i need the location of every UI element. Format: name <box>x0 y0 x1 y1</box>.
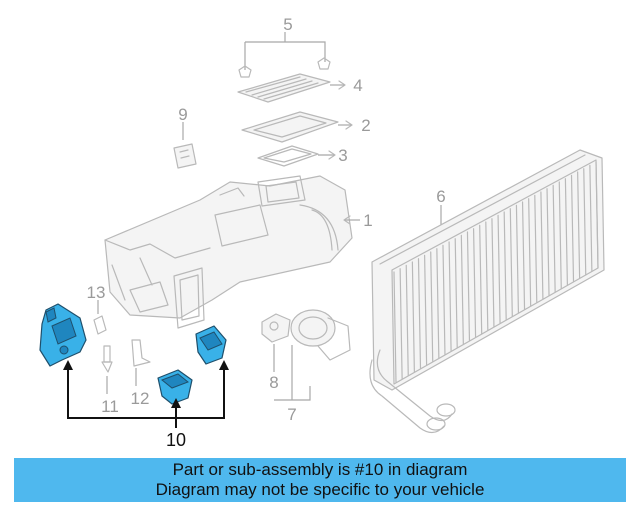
callout-2: 2 <box>361 116 370 135</box>
fin-line <box>503 211 507 321</box>
part-10-actuator-right[interactable] <box>195 325 227 365</box>
fin-line <box>393 271 397 383</box>
fin-line <box>546 188 550 297</box>
fin-line <box>399 268 403 380</box>
fin-line <box>595 161 599 269</box>
part-12-sensor <box>131 339 151 386</box>
callout-8: 8 <box>269 373 278 392</box>
parts-diagram: 5 4 2 3 9 1 6 13 11 12 8 7 10 <box>39 15 605 450</box>
fin-line <box>466 231 471 342</box>
heater-core-fins <box>393 161 599 383</box>
fin-line <box>430 251 434 362</box>
fin-line <box>442 244 446 355</box>
fin-line <box>583 168 587 276</box>
part-4-filter <box>237 73 346 103</box>
fin-line <box>460 234 464 345</box>
callout-4: 4 <box>353 76 362 95</box>
callout-10: 10 <box>166 430 186 450</box>
fin-line <box>564 178 568 286</box>
part-10-actuator-center[interactable] <box>157 369 193 405</box>
part-5-clips <box>238 32 331 78</box>
fin-line <box>448 241 452 352</box>
fin-line <box>521 201 526 311</box>
banner-line-1: Part or sub-assembly is #10 in diagram <box>172 460 468 479</box>
callout-12: 12 <box>131 389 150 408</box>
fin-line <box>540 191 544 300</box>
part-8-resistor <box>261 313 291 372</box>
callout-5: 5 <box>283 15 292 34</box>
part-1-housing <box>104 175 360 329</box>
fin-line <box>509 208 513 317</box>
part-10-actuator-left[interactable] <box>39 303 87 367</box>
fin-line <box>570 174 575 283</box>
callout-11: 11 <box>101 397 119 416</box>
part-6-heater-core <box>369 149 605 434</box>
fin-line <box>454 238 458 349</box>
callout-9: 9 <box>178 105 187 124</box>
part-9-module <box>173 122 197 169</box>
fin-line <box>472 228 477 338</box>
part-13-clip <box>93 300 107 335</box>
fin-line <box>405 264 409 376</box>
part-7-8-leader <box>274 386 311 401</box>
fin-line <box>589 164 593 273</box>
fin-line <box>528 198 532 307</box>
callout-1: 1 <box>363 211 372 230</box>
info-banner: Part or sub-assembly is #10 in diagram D… <box>14 458 626 502</box>
fin-line <box>424 254 428 366</box>
part-3-gasket <box>257 145 336 167</box>
fin-line <box>491 218 495 328</box>
callout-13: 13 <box>87 283 106 302</box>
fin-line <box>411 261 415 373</box>
fin-line <box>534 194 538 304</box>
fin-line <box>558 181 562 290</box>
fin-line <box>515 204 520 314</box>
fin-line <box>552 184 556 293</box>
fin-line <box>436 248 440 359</box>
part-11-sensor <box>101 345 113 394</box>
fin-line <box>479 224 483 335</box>
fin-line <box>497 214 501 324</box>
part-10-leader <box>63 360 229 428</box>
part-7-blower <box>290 309 351 400</box>
fin-line <box>577 171 581 279</box>
callout-6: 6 <box>436 187 445 206</box>
fin-line <box>485 221 489 331</box>
fin-line <box>417 258 422 369</box>
callout-7: 7 <box>287 405 296 424</box>
part-2-frame <box>241 111 353 143</box>
banner-line-2: Diagram may not be specific to your vehi… <box>155 480 485 499</box>
callout-3: 3 <box>338 146 347 165</box>
